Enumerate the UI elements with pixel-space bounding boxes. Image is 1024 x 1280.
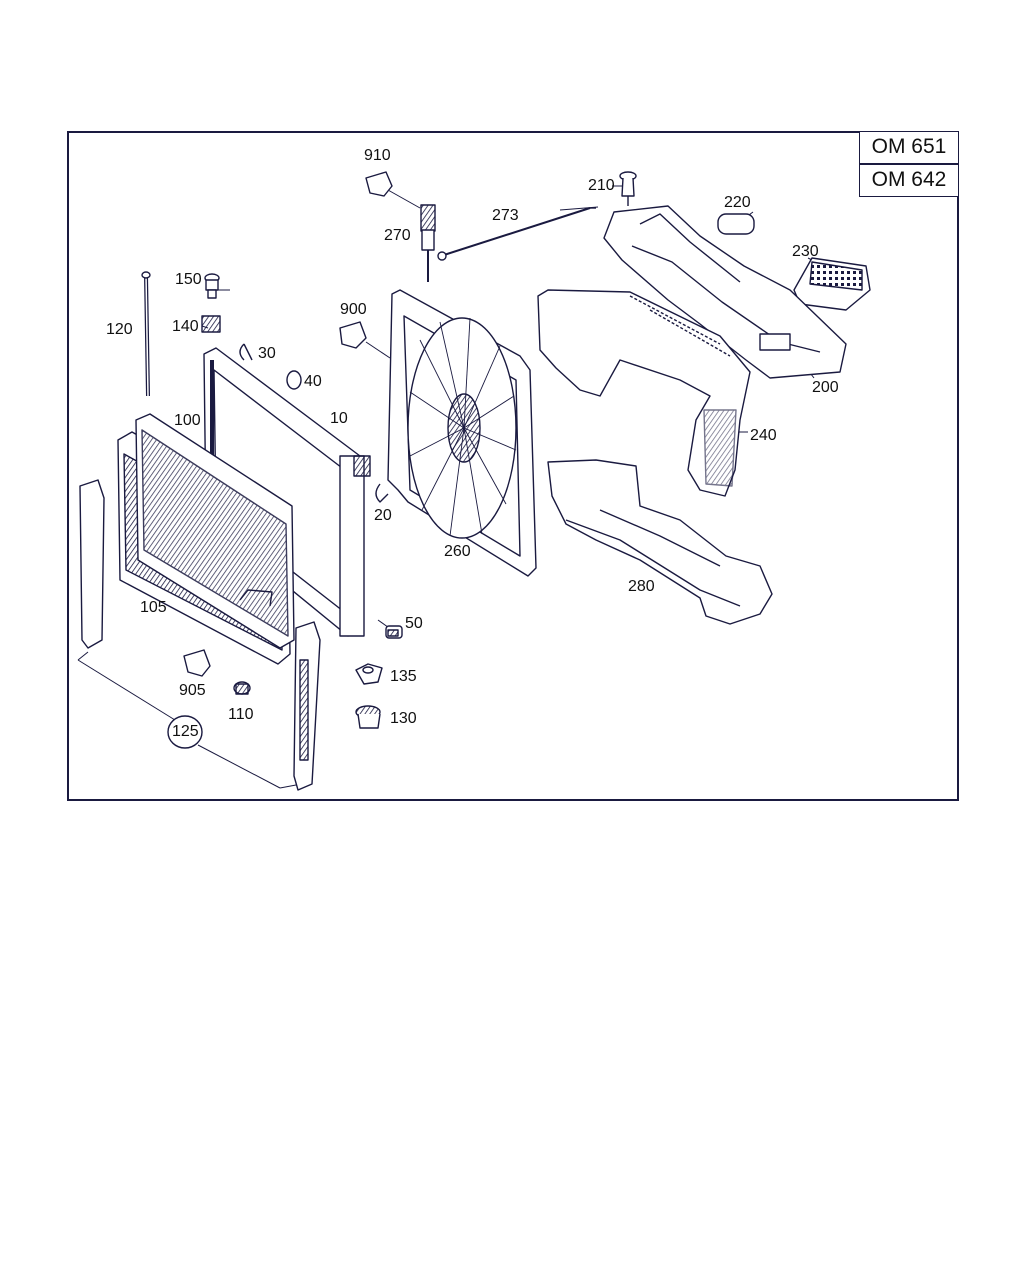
engine-label-om651: OM 651	[859, 131, 959, 164]
callout-910: 910	[364, 147, 391, 164]
engine-label-om642: OM 642	[859, 164, 959, 197]
rivet-210	[619, 171, 637, 206]
sensor-270	[420, 204, 436, 282]
callout-10: 10	[330, 410, 348, 427]
callout-260: 260	[444, 543, 471, 560]
callout-900: 900	[340, 301, 367, 318]
callout-125: 125	[172, 723, 199, 740]
callout-130: 130	[390, 710, 417, 727]
tag-905	[183, 649, 211, 677]
engine-variant-box: OM 651 OM 642	[859, 131, 959, 197]
callout-240: 240	[750, 427, 777, 444]
callout-50: 50	[405, 615, 423, 632]
callout-270: 270	[384, 227, 411, 244]
clip-30	[239, 343, 253, 361]
callout-273: 273	[492, 207, 519, 224]
bracket-125	[79, 479, 321, 791]
screw-150	[204, 273, 220, 299]
cap-220	[717, 213, 755, 235]
fan-shroud-260	[387, 289, 537, 577]
callout-200: 200	[812, 379, 839, 396]
plug-110	[233, 681, 251, 695]
sensor-50	[385, 625, 403, 639]
clip-140	[201, 315, 221, 333]
callout-105: 105	[140, 599, 167, 616]
callout-40: 40	[304, 373, 322, 390]
callout-280: 280	[628, 578, 655, 595]
cap-135	[355, 663, 383, 685]
callout-20: 20	[374, 507, 392, 524]
callout-230: 230	[792, 243, 819, 260]
callout-30: 30	[258, 345, 276, 362]
callout-120: 120	[106, 321, 133, 338]
radiator-10	[203, 347, 371, 637]
callout-150: 150	[175, 271, 202, 288]
air-guide-240	[537, 289, 751, 497]
cap-130	[355, 705, 381, 729]
callout-140: 140	[172, 318, 199, 335]
callout-circle-125	[167, 715, 203, 749]
callout-110: 110	[228, 706, 254, 723]
clip-20	[375, 483, 389, 503]
rod-273	[437, 207, 596, 261]
seal-40	[286, 370, 302, 390]
callout-210: 210	[588, 177, 615, 194]
tag-910	[365, 171, 393, 197]
air-guide-280	[547, 459, 773, 625]
rod-120	[141, 271, 151, 397]
tag-900	[339, 321, 367, 349]
callout-905: 905	[179, 682, 206, 699]
condenser-105	[117, 413, 295, 665]
callout-135: 135	[390, 668, 417, 685]
diagram-frame	[67, 131, 959, 801]
callout-220: 220	[724, 194, 751, 211]
callout-100: 100	[174, 412, 201, 429]
